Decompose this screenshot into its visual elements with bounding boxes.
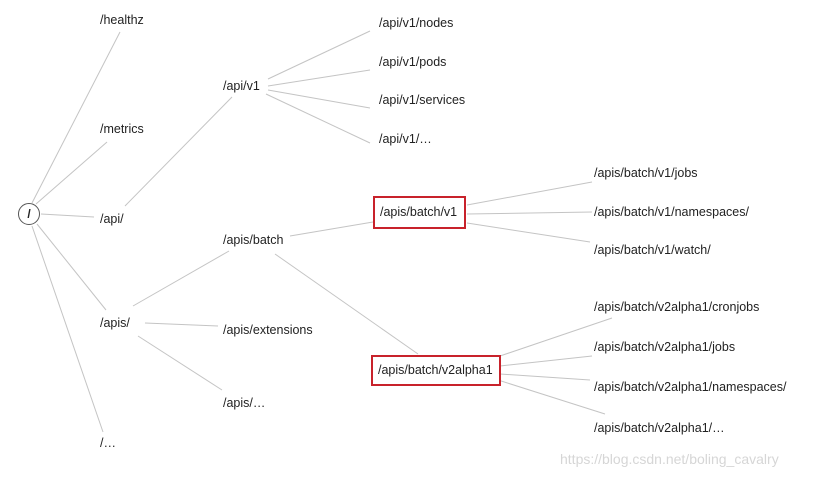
edge-bv2-namespaces <box>499 373 591 381</box>
edge-root-metrics <box>35 141 108 205</box>
node-root-ellipsis: /… <box>100 436 116 450</box>
edge-bv2-jobs <box>499 355 593 367</box>
node-api-v1-services: /api/v1/services <box>379 93 466 107</box>
node-api: /api/ <box>100 212 124 226</box>
edge-root-apis <box>36 223 107 311</box>
node-api-v1-ellipsis: /api/v1/… <box>379 132 432 146</box>
node-api-v1: /api/v1 <box>223 79 260 93</box>
node-batch-v2alpha1-jobs: /apis/batch/v2alpha1/jobs <box>594 340 736 354</box>
edge-root-ellipsis <box>31 225 104 433</box>
node-batch-v1-namespaces: /apis/batch/v1/namespaces/ <box>594 205 749 219</box>
edge-v1-services <box>267 89 371 109</box>
edge-v1-ellipsis <box>265 93 371 144</box>
node-batch-v2alpha1-namespaces: /apis/batch/v2alpha1/namespaces/ <box>594 380 787 394</box>
edge-bv1-watch <box>466 222 591 243</box>
edge-v1-pods <box>267 69 371 87</box>
edge-apis-extensions <box>144 322 219 327</box>
node-apis-ellipsis: /apis/… <box>223 396 266 410</box>
node-batch-v1-highlighted: /apis/batch/v1 <box>373 196 466 229</box>
node-api-v1-pods: /api/v1/pods <box>379 55 447 69</box>
edge-root-api <box>40 213 95 218</box>
edge-bv1-jobs <box>466 181 593 206</box>
edge-root-healthz <box>31 31 121 204</box>
edge-v1-nodes <box>267 30 371 80</box>
node-api-v1-nodes: /api/v1/nodes <box>379 16 454 30</box>
node-healthz: /healthz <box>100 13 144 27</box>
edge-api-v1 <box>124 96 233 207</box>
node-apis-extensions: /apis/extensions <box>223 323 313 337</box>
root-node: / <box>18 203 40 225</box>
node-batch-v2alpha1-cronjobs: /apis/batch/v2alpha1/cronjobs <box>594 300 760 314</box>
node-batch-v2alpha1-ellipsis: /apis/batch/v2alpha1/… <box>594 421 725 435</box>
edge-batch-v2alpha1 <box>274 253 419 355</box>
node-metrics: /metrics <box>100 122 144 136</box>
edge-apis-batch <box>132 250 230 307</box>
edge-batch-v1 <box>289 221 374 237</box>
watermark-text: https://blog.csdn.net/boling_cavalry <box>560 451 779 467</box>
edge-bv2-cronjobs <box>499 317 613 357</box>
edge-bv2-ellipsis <box>497 379 606 415</box>
node-batch-v1-jobs: /apis/batch/v1/jobs <box>594 166 698 180</box>
node-apis: /apis/ <box>100 316 130 330</box>
node-batch-v2alpha1-highlighted: /apis/batch/v2alpha1 <box>371 355 501 386</box>
node-apis-batch: /apis/batch <box>223 233 284 247</box>
edge-apis-ellipsis <box>137 335 223 391</box>
node-batch-v1-watch: /apis/batch/v1/watch/ <box>594 243 711 257</box>
edge-bv1-namespaces <box>466 211 593 215</box>
